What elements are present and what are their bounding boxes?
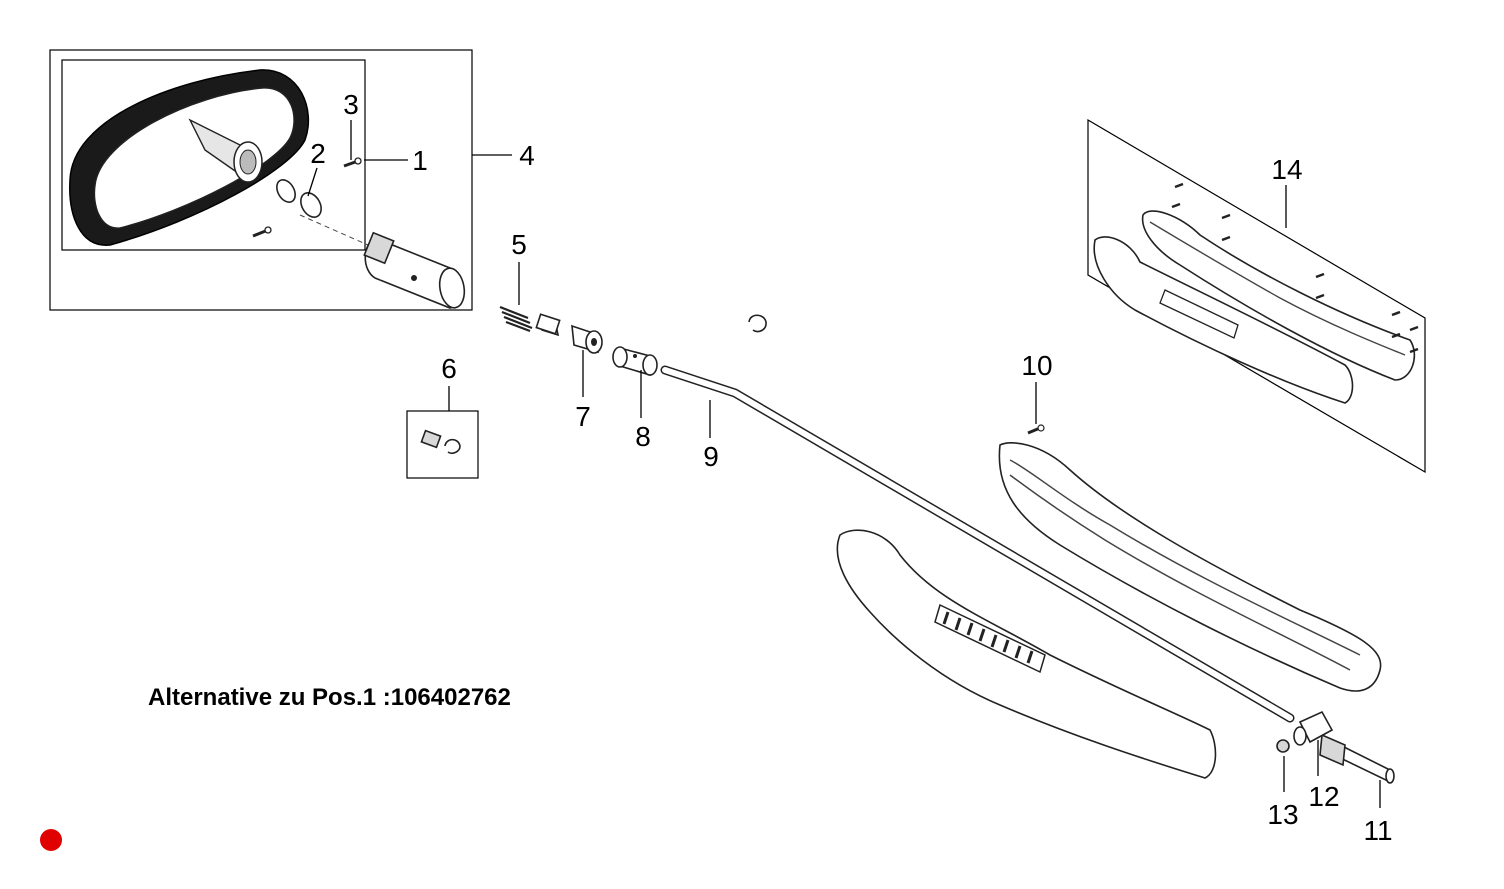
lance-connector-part[interactable] — [1319, 733, 1395, 784]
label-10: 10 — [1021, 350, 1052, 381]
label-5: 5 — [511, 229, 527, 260]
handle-set-group: 14 — [1087, 118, 1426, 474]
small-screw-part[interactable] — [252, 226, 272, 238]
brush-assembly-group: 3 2 1 4 — [49, 49, 535, 311]
handle-set-cover-part[interactable] — [1093, 236, 1354, 404]
alternative-note: Alternative zu Pos.1 :106402762 — [148, 684, 511, 711]
handle-screw-part[interactable] — [1027, 424, 1045, 435]
handle-cover-part[interactable] — [836, 529, 1217, 779]
brush-assembly-outer-box — [49, 49, 473, 311]
label-4: 4 — [519, 140, 535, 171]
clip-part[interactable] — [748, 314, 767, 333]
sleeve-part[interactable] — [571, 324, 603, 354]
lance-tube-part[interactable] — [660, 365, 1295, 723]
handle-set-box — [1087, 118, 1426, 474]
o-ring-part[interactable] — [297, 189, 326, 221]
seal-part[interactable] — [1276, 739, 1290, 753]
label-9: 9 — [703, 441, 719, 472]
screw-part[interactable] — [343, 157, 362, 168]
label-7: 7 — [575, 401, 591, 432]
brush-connector-part[interactable] — [363, 231, 467, 310]
label-14: 14 — [1271, 154, 1302, 185]
label-6: 6 — [441, 353, 457, 384]
label-1: 1 — [412, 145, 428, 176]
red-dot-icon — [40, 829, 62, 851]
assembly-dashed-line — [299, 214, 369, 246]
part-6-box — [406, 410, 479, 479]
adapter-block-part[interactable] — [1293, 710, 1334, 746]
label-13: 13 — [1267, 799, 1298, 830]
spring-part[interactable] — [499, 305, 533, 333]
handle-set-screws[interactable] — [1171, 182, 1419, 354]
handle-shell-part[interactable] — [998, 442, 1382, 692]
label-2: 2 — [310, 138, 326, 169]
brush-inner-box — [61, 59, 366, 251]
label-12: 12 — [1308, 781, 1339, 812]
label-11: 11 — [1363, 815, 1392, 846]
label-8: 8 — [635, 421, 651, 452]
part-6-group: 6 — [406, 353, 479, 479]
o-ring-part[interactable] — [273, 177, 299, 206]
fitting-part[interactable] — [535, 313, 561, 337]
coupling-part[interactable] — [612, 346, 658, 377]
brush-head-part[interactable] — [69, 69, 310, 246]
handle-set-shell-part[interactable] — [1141, 210, 1416, 381]
nozzle-part[interactable] — [420, 429, 461, 454]
label-3: 3 — [343, 89, 359, 120]
